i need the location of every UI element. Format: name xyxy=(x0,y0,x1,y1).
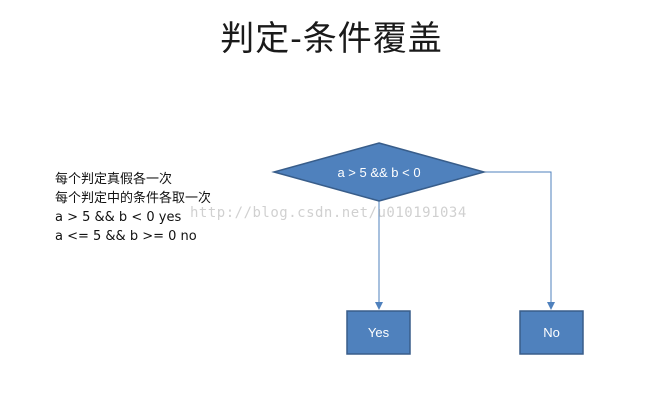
yes-label: Yes xyxy=(368,325,390,340)
note-line: a <= 5 && b >= 0 no xyxy=(55,229,197,244)
note-line: 每个判定中的条件各取一次 xyxy=(55,191,212,206)
watermark-url: http://blog.csdn.net/u010191034 xyxy=(190,205,467,221)
note-line: a > 5 && b < 0 yes xyxy=(55,210,182,225)
decision-diamond xyxy=(271,142,487,202)
notes-text-block: 每个判定真假各一次 每个判定中的条件各取一次 a > 5 && b < 0 ye… xyxy=(55,170,211,246)
no-label: No xyxy=(543,325,560,340)
slide-title: 判定-条件覆盖 xyxy=(220,19,443,59)
no-box xyxy=(519,310,584,355)
yes-box xyxy=(346,310,411,355)
note-line: 每个判定真假各一次 xyxy=(55,172,173,187)
decision-label: a > 5 && b < 0 xyxy=(337,165,420,180)
connector-to-no xyxy=(484,171,555,310)
